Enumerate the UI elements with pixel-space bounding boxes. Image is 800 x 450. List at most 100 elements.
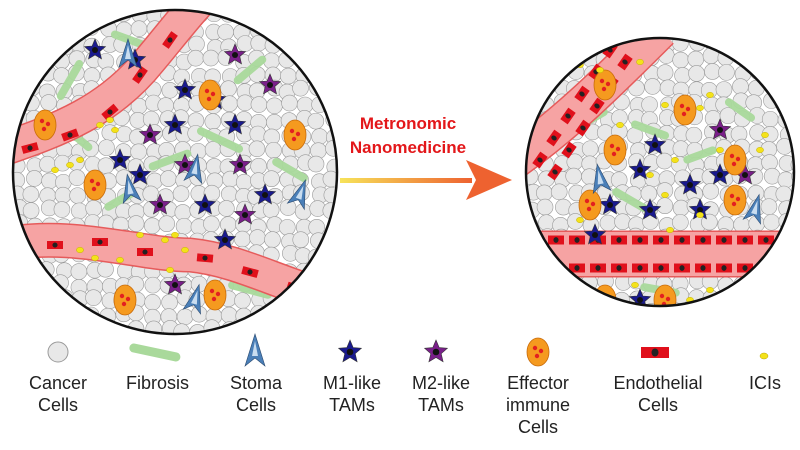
cancer-cell: [97, 157, 115, 174]
endothelial-cell: [716, 235, 732, 245]
cancer-cell: [703, 18, 719, 34]
cancer-cell: [266, 114, 283, 131]
legend-item-stroma: Stoma Cells: [224, 372, 288, 416]
cancer-cell: [599, 214, 617, 232]
cancer-cell: [795, 262, 800, 278]
cancer-cell: [526, 231, 541, 248]
cancer-cell: [191, 0, 207, 8]
endothelial-cell: [569, 263, 585, 273]
stroma-cell: [592, 163, 612, 195]
cancer-cell: [539, 38, 557, 54]
cancer-cell: [277, 10, 295, 23]
cancer-cell: [553, 275, 571, 292]
ici-particle: [671, 156, 679, 163]
cancer-cell: [206, 10, 224, 11]
cancer-cell: [717, 38, 735, 52]
cancer-cell: [39, 0, 55, 9]
endothelial-cell: [779, 235, 794, 245]
cancer-cell: [508, 247, 524, 263]
cancer-cell: [777, 276, 794, 293]
cancer-cell: [779, 79, 794, 96]
cancer-cell: [0, 291, 10, 307]
stroma-cell: [286, 179, 306, 211]
cancer-cell: [506, 124, 522, 140]
m1-like-tam: [598, 193, 622, 215]
legend-item-cancer: Cancer Cells: [22, 372, 94, 416]
cancer-cell: [307, 155, 325, 173]
endothelial-cell: [695, 263, 711, 273]
cancer-cell: [641, 20, 657, 36]
tumor-boundary-right: [524, 36, 796, 308]
cancer-cell: [53, 201, 71, 218]
fibrosis-strand: [148, 149, 192, 171]
cancer-cell: [325, 83, 337, 101]
cancer-cell: [0, 96, 9, 112]
cancer-cell: [747, 276, 764, 293]
endothelial-cell: [589, 97, 605, 115]
cancer-cell: [582, 21, 598, 37]
cancer-cell: [795, 127, 800, 143]
endothelial-cell: [137, 248, 153, 256]
cancer-cell: [526, 50, 539, 67]
cancer-cell: [614, 213, 631, 230]
endothelial-cell: [653, 263, 669, 273]
cancer-cell: [310, 68, 328, 86]
ici-particle: [106, 116, 114, 123]
cancer-cell: [760, 261, 777, 278]
cancer-cell: [526, 80, 540, 97]
cancer-cell: [507, 140, 523, 156]
cancer-cell: [685, 126, 703, 144]
cancer-cell: [506, 202, 522, 218]
cancer-cell: [13, 261, 25, 278]
cancer-cell: [233, 10, 251, 23]
cancer-cell: [763, 305, 780, 306]
cancer-cell: [85, 322, 102, 334]
cancer-cell: [37, 292, 55, 309]
cancer-cell: [41, 172, 58, 190]
m1-like-tam: [128, 163, 152, 185]
cancer-cell: [265, 141, 282, 159]
cancer-cell: [67, 20, 84, 38]
cancer-cell: [222, 170, 239, 188]
cancer-cell: [326, 261, 337, 278]
effector-immune-cell: [673, 94, 697, 126]
cancer-cell: [39, 320, 56, 334]
endothelial-cell: [758, 263, 774, 273]
cancer-cell: [172, 185, 190, 202]
cancer-cell: [142, 185, 160, 203]
ici-particle: [616, 121, 624, 128]
cancer-cell: [26, 23, 44, 41]
cancer-cell: [325, 0, 341, 8]
cancer-cell: [791, 215, 794, 233]
cancer-cell: [689, 304, 706, 306]
cancer-cell: [745, 38, 762, 52]
cancer-cell: [795, 66, 800, 82]
cancer-cell: [13, 274, 25, 292]
cancer-cell: [642, 303, 660, 306]
cancer-cell: [323, 186, 337, 204]
cancer-cell: [672, 51, 689, 69]
arrow-label-line1: Metronomic: [359, 114, 457, 133]
m2-like-tam: [163, 273, 187, 295]
cancer-cell: [535, 77, 552, 95]
cancer-cell: [671, 21, 687, 37]
cancer-cell: [13, 23, 25, 41]
effector-immune-cell: [723, 184, 747, 216]
blood-vessel-right-diagonal: [526, 38, 674, 187]
m1-like-tam: [628, 158, 652, 180]
cancer-cell: [719, 18, 735, 34]
cancer-cell: [188, 35, 205, 53]
cancer-cell: [84, 10, 101, 23]
cancer-cell: [116, 0, 132, 6]
cancer-cell: [597, 304, 614, 306]
cancer-cell: [704, 63, 721, 80]
cancer-cell: [292, 321, 309, 334]
cancer-cell: [656, 197, 674, 215]
cancer-cell: [278, 22, 295, 39]
cancer-cell: [310, 53, 328, 70]
cancer-cell: [672, 140, 690, 158]
cancer-cell: [26, 307, 43, 325]
legend-label-m2: M2-like TAMs: [411, 373, 470, 415]
cancer-cell: [23, 292, 41, 310]
